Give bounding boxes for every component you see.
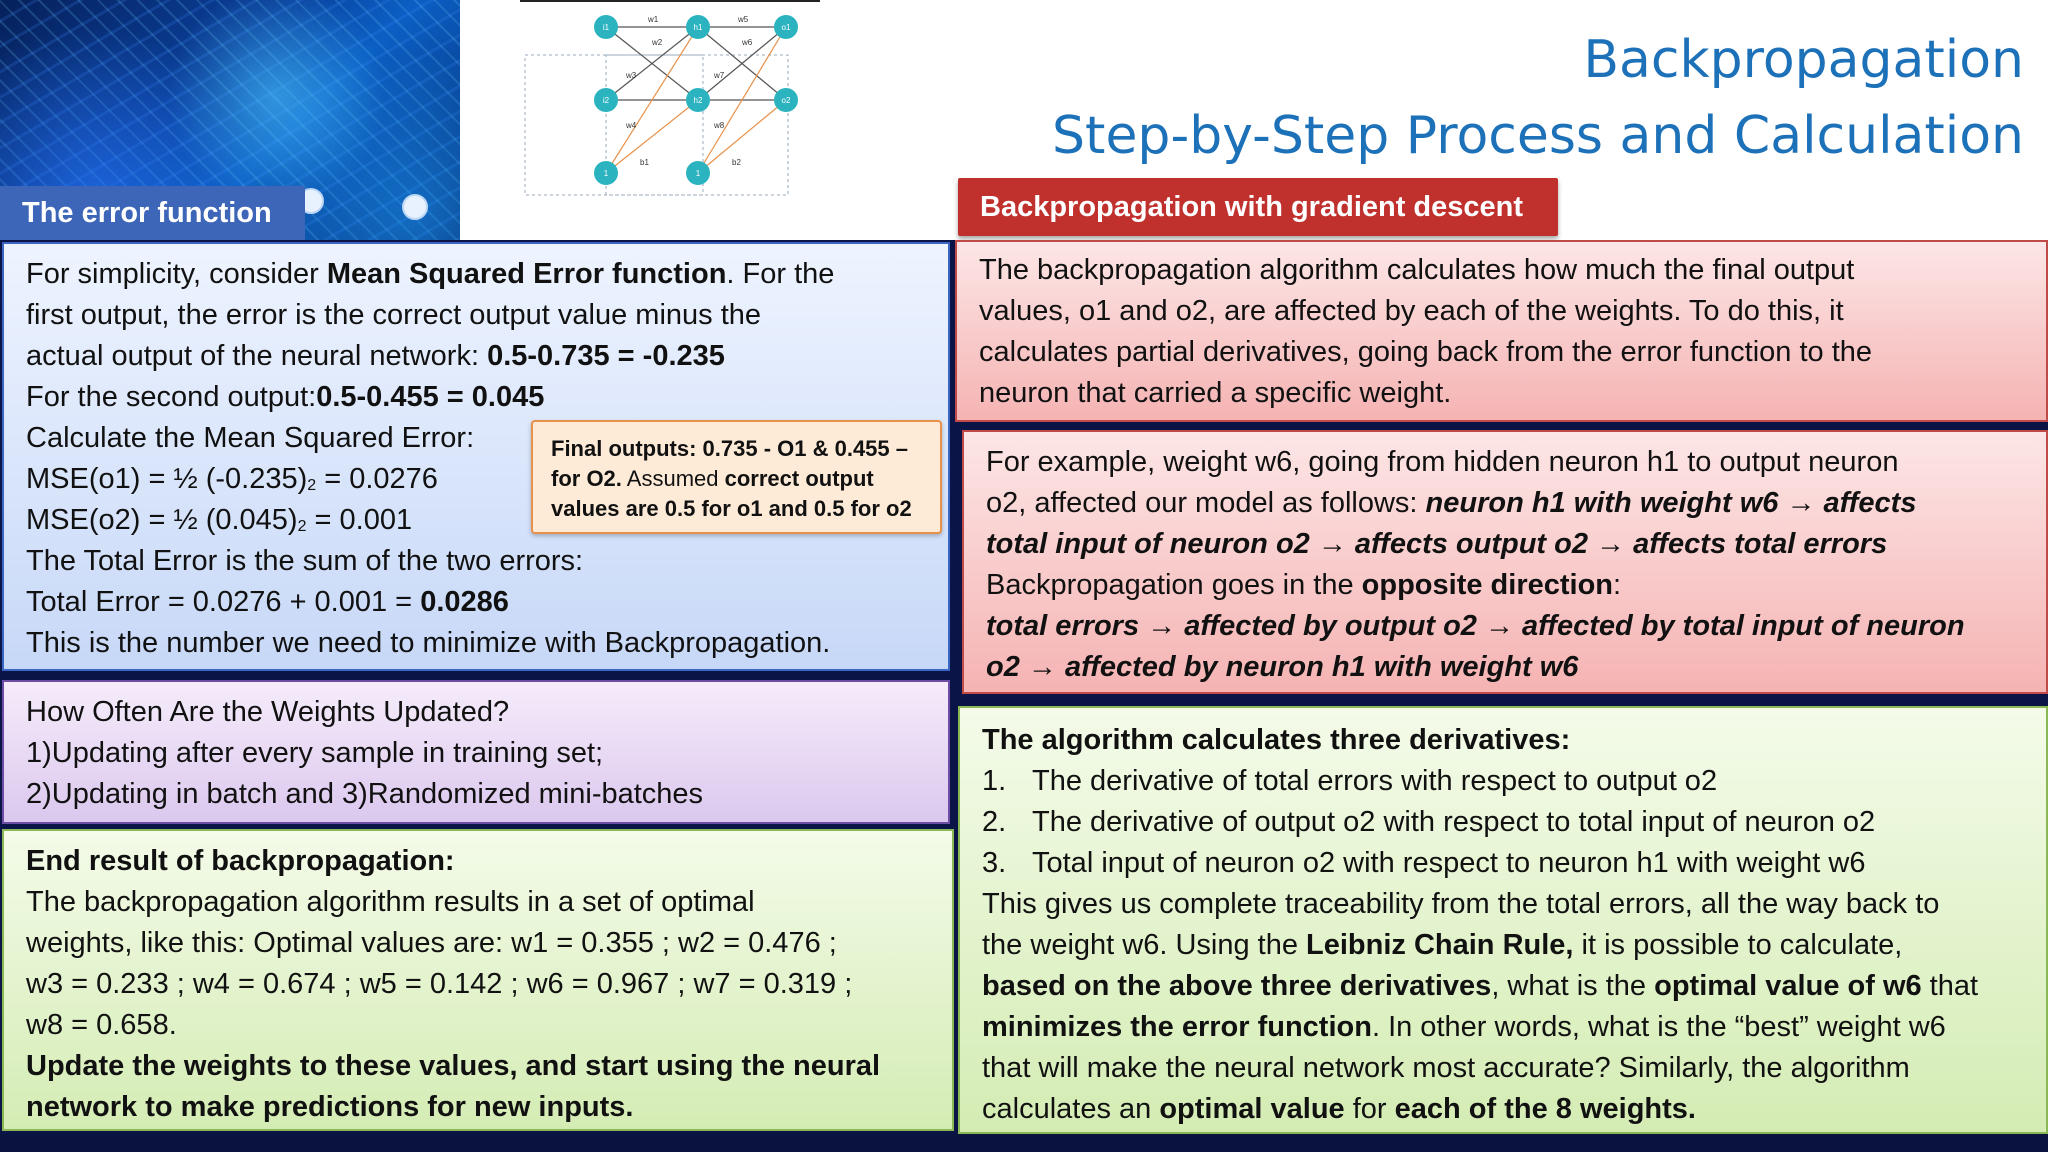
node-h2 [686,88,710,112]
weight-label: w5 [737,15,749,24]
text-line: How Often Are the Weights Updated? [26,696,510,728]
node-label: o1 [782,23,791,32]
title-line-1: Backpropagation [1583,30,2024,90]
node-bias-2 [686,161,710,185]
text-line: The Total Error is the sum of the two er… [26,545,584,577]
gradient-descent-header: Backpropagation with gradient descent [958,178,1558,236]
text-line: o2, affected our model as follows: neuro… [986,487,1917,519]
weight-label: w2 [651,38,663,47]
callout-line: for O2. Assumed correct output [551,466,874,491]
node-bias-1 [594,161,618,185]
text-line: w3 = 0.233 ; w4 = 0.674 ; w5 = 0.142 ; w… [26,968,853,1000]
derivatives-panel: The algorithm calculates three derivativ… [958,706,2048,1134]
text-line: 1)Updating after every sample in trainin… [26,737,604,769]
weight-label: w8 [713,121,725,130]
node-label: o2 [782,96,791,105]
final-outputs-callout: Final outputs: 0.735 - O1 & 0.455 – for … [531,420,942,534]
network-diagram: w1 w2 w3 w4 w5 w6 w7 w8 b1 b2 i1 h1 o1 i… [460,0,860,240]
panel-heading: End result of backpropagation: [26,845,455,877]
text-line: For the second output:0.5-0.455 = 0.045 [26,381,545,413]
text-line: network to make predictions for new inpu… [26,1091,634,1123]
weight-w6-example-panel: For example, weight w6, going from hidde… [962,430,2048,694]
node-label: h2 [694,96,703,105]
callout-line: Final outputs: 0.735 - O1 & 0.455 – [551,436,908,461]
node-label: h1 [694,23,703,32]
mse-o1-formula: MSE(o1) = ½ (-0.235)2 = 0.0276 [26,463,438,495]
text-line: This is the number we need to minimize w… [26,627,831,659]
text-line: Update the weights to these values, and … [26,1050,881,1082]
text-line: calculates an optimal value for each of … [982,1093,1696,1125]
text-line: For example, weight w6, going from hidde… [986,446,1899,478]
text-line: neuron that carried a specific weight. [979,377,1452,409]
weight-label: w7 [713,71,725,80]
weight-label: w1 [647,15,659,24]
node-i1 [594,15,618,39]
weight-label: b1 [640,158,649,167]
weight-label: w4 [625,121,637,130]
node-label: 1 [696,169,701,178]
text-line: Calculate the Mean Squared Error: [26,422,475,454]
text-line: actual output of the neural network: 0.5… [26,340,725,372]
error-function-header: The error function [0,186,305,240]
node-label: i1 [603,23,610,32]
text-line: o2 → affected by neuron h1 with weight w… [986,651,1579,683]
callout-line: values are 0.5 for o1 and 0.5 for o2 [551,496,912,521]
backprop-description-panel: The backpropagation algorithm calculates… [955,240,2048,422]
panel-heading: The algorithm calculates three derivativ… [982,724,1571,756]
text-line: total input of neuron o2 → affects outpu… [986,528,1888,560]
node-o2 [774,88,798,112]
weight-label: w3 [625,71,637,80]
text-line: w8 = 0.658. [26,1009,177,1041]
text-line: 2)Updating in batch and 3)Randomized min… [26,778,704,810]
text-line: Backpropagation goes in the opposite dir… [986,569,1622,601]
weight-label: w6 [741,38,753,47]
text-line: For simplicity, consider Mean Squared Er… [26,258,835,290]
text-line: that will make the neural network most a… [982,1052,1910,1084]
text-line: minimizes the error function. In other w… [982,1011,1946,1043]
decor-dot [402,194,428,220]
text-line: The backpropagation algorithm results in… [26,886,755,918]
text-line: first output, the error is the correct o… [26,299,762,331]
derivative-item: 1.The derivative of total errors with re… [982,765,1718,797]
node-o1 [774,15,798,39]
text-line: based on the above three derivatives, wh… [982,970,1979,1002]
text-line: weights, like this: Optimal values are: … [26,927,837,959]
slide-title: Backpropagation Step-by-Step Process and… [924,22,2024,174]
text-line: The backpropagation algorithm calculates… [979,254,1855,286]
text-line: the weight w6. Using the Leibniz Chain R… [982,929,1903,961]
text-line: calculates partial derivatives, going ba… [979,336,1873,368]
derivative-item: 2.The derivative of output o2 with respe… [982,806,1876,838]
text-line: values, o1 and o2, are affected by each … [979,295,1844,327]
weight-label: b2 [732,158,741,167]
node-h1 [686,15,710,39]
title-line-2: Step-by-Step Process and Calculation [1052,106,2024,166]
node-label: i2 [603,96,610,105]
node-i2 [594,88,618,112]
mse-o2-formula: MSE(o2) = ½ (0.045)2 = 0.001 [26,504,413,536]
network-diagram-svg: w1 w2 w3 w4 w5 w6 w7 w8 b1 b2 i1 h1 o1 i… [520,0,820,196]
text-line: This gives us complete traceability from… [982,888,1940,920]
node-label: 1 [604,169,609,178]
weights-update-panel: How Often Are the Weights Updated? 1)Upd… [2,680,950,824]
derivative-item: 3.Total input of neuron o2 with respect … [982,847,1866,879]
text-line: total errors → affected by output o2 → a… [986,610,1965,642]
total-error-line: Total Error = 0.0276 + 0.001 = 0.0286 [26,586,509,618]
end-result-panel: End result of backpropagation: The backp… [2,829,954,1131]
bottom-strip [0,1134,2048,1152]
